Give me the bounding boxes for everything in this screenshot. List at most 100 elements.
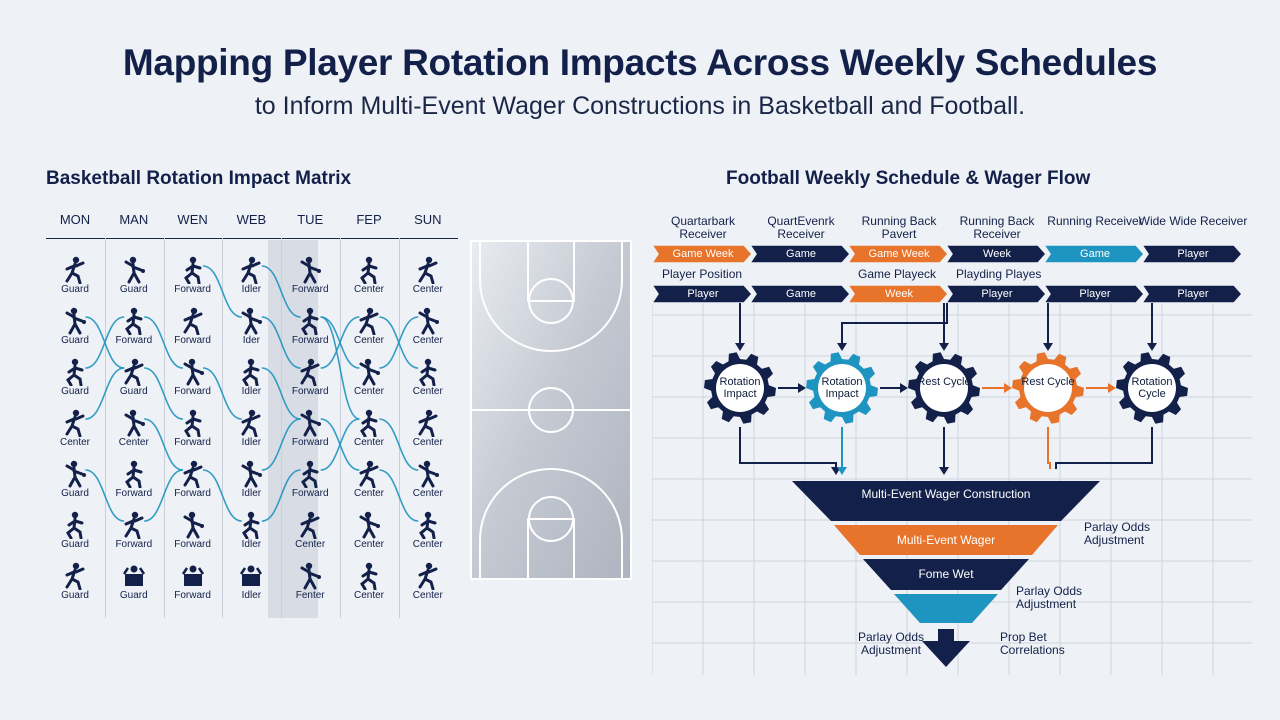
position-tag: Running Receiver <box>1047 214 1143 228</box>
position-label: Center <box>353 284 384 295</box>
schedule-chevron <box>944 244 1048 264</box>
position-label: Forward <box>115 539 153 550</box>
chevron-label: Game <box>1080 248 1110 260</box>
schedule-chevron <box>748 244 852 264</box>
chevron-label: Player <box>1177 248 1209 260</box>
schedule-chevron <box>652 244 754 264</box>
position-label: Forward <box>291 488 329 499</box>
schedule-chevron <box>1042 284 1146 304</box>
player-icon <box>124 409 145 437</box>
position-label: Idler <box>241 284 262 295</box>
player-icon <box>418 562 438 590</box>
position-label: Forward <box>291 437 329 448</box>
player-icon <box>181 565 204 586</box>
position-label: Center <box>353 488 384 499</box>
position-label: Forward <box>174 284 211 295</box>
funnel-label: Fome Wet <box>918 567 974 581</box>
matrix-cell: Guard <box>46 558 104 608</box>
chevron-label: Game Week <box>868 248 930 260</box>
player-icon <box>360 562 378 590</box>
position-label: Idler <box>241 386 262 397</box>
position-label: Forward <box>174 488 211 499</box>
day-header: FEP <box>356 212 382 227</box>
matrix-cell: Forward <box>164 507 222 557</box>
arrow-head <box>735 343 745 351</box>
position-tag: Quartarbark Receiver <box>670 214 736 241</box>
player-icon <box>242 511 260 539</box>
output-arrow-stem <box>938 629 954 643</box>
position-label: Fenter <box>295 590 325 601</box>
matrix-cell: Center <box>399 303 457 353</box>
day-header: MON <box>59 212 91 227</box>
matrix-cell: Center <box>399 558 457 608</box>
player-icon <box>301 307 319 335</box>
position-label: Guard <box>61 488 89 499</box>
position-label: Center <box>412 437 443 448</box>
schedule-tag: Game Playeck <box>858 267 937 281</box>
player-icon <box>65 562 85 590</box>
position-label: Guard <box>119 386 148 397</box>
player-icon <box>241 307 263 335</box>
player-icon <box>122 565 145 586</box>
position-label: Guard <box>61 386 89 397</box>
position-label: Center <box>353 590 384 601</box>
arrow-head <box>900 383 908 393</box>
matrix-cell: Center <box>340 456 398 506</box>
schedule-tag: Player Position <box>662 267 743 281</box>
player-icon <box>242 358 260 386</box>
player-icon <box>241 460 263 488</box>
funnel-band <box>834 525 1058 555</box>
flow-graphics <box>652 244 1252 675</box>
arrow-head <box>837 467 847 475</box>
position-label: Forward <box>115 335 153 346</box>
connector <box>1047 427 1051 469</box>
schedule-chevron <box>1140 244 1244 264</box>
player-icon <box>183 358 204 386</box>
player-icon <box>359 460 379 488</box>
player-icon <box>65 460 86 488</box>
position-label: Forward <box>174 590 211 601</box>
position-label: Idler <box>241 590 262 601</box>
gear-label: Rotation Impact <box>821 376 863 400</box>
player-icon <box>300 256 322 284</box>
matrix-cell: Forward <box>105 507 163 557</box>
player-icon <box>359 511 380 539</box>
matrix-cell: Center <box>340 405 398 455</box>
matrix-cell: Idler <box>222 456 280 506</box>
position-label: Idler <box>241 437 262 448</box>
matrix-cell: Forward <box>164 558 222 608</box>
funnel-label: Multi-Event Wager <box>896 533 996 547</box>
position-label: Center <box>412 284 443 295</box>
chevron-label: Player <box>1079 288 1111 300</box>
matrix-cell: Idler <box>222 507 280 557</box>
player-icon <box>360 256 378 284</box>
matrix-cell: Forward <box>281 303 339 353</box>
position-label: Forward <box>291 386 329 397</box>
player-icon <box>65 256 85 284</box>
position-label: Center <box>412 335 443 346</box>
gear-label: Rotation Impact <box>719 376 761 400</box>
position-label: Center <box>295 539 326 550</box>
player-icon <box>124 358 144 386</box>
matrix-cell: Guard <box>46 354 104 404</box>
player-icon <box>301 460 319 488</box>
player-icon <box>66 511 84 539</box>
player-icon <box>183 256 202 284</box>
connector <box>1055 427 1153 469</box>
matrix-cell: Idler <box>222 558 280 608</box>
schedule-chevron <box>748 284 852 304</box>
football-section-title: Football Weekly Schedule & Wager Flow <box>726 168 1091 189</box>
matrix-cell: Forward <box>164 303 222 353</box>
schedule-chevron <box>1042 244 1146 264</box>
matrix-cell: Guard <box>105 558 163 608</box>
position-label: Guard <box>61 335 89 346</box>
player-icon <box>418 307 439 335</box>
gear-label: Rest Cycle <box>1021 376 1075 388</box>
position-label: Forward <box>174 386 211 397</box>
matrix-cell: Forward <box>164 456 222 506</box>
matrix-cell: Center <box>340 303 398 353</box>
position-label: Forward <box>174 437 211 448</box>
basketball-section-title: Basketball Rotation Impact Matrix <box>46 168 352 189</box>
matrix-cell: Center <box>399 354 457 404</box>
